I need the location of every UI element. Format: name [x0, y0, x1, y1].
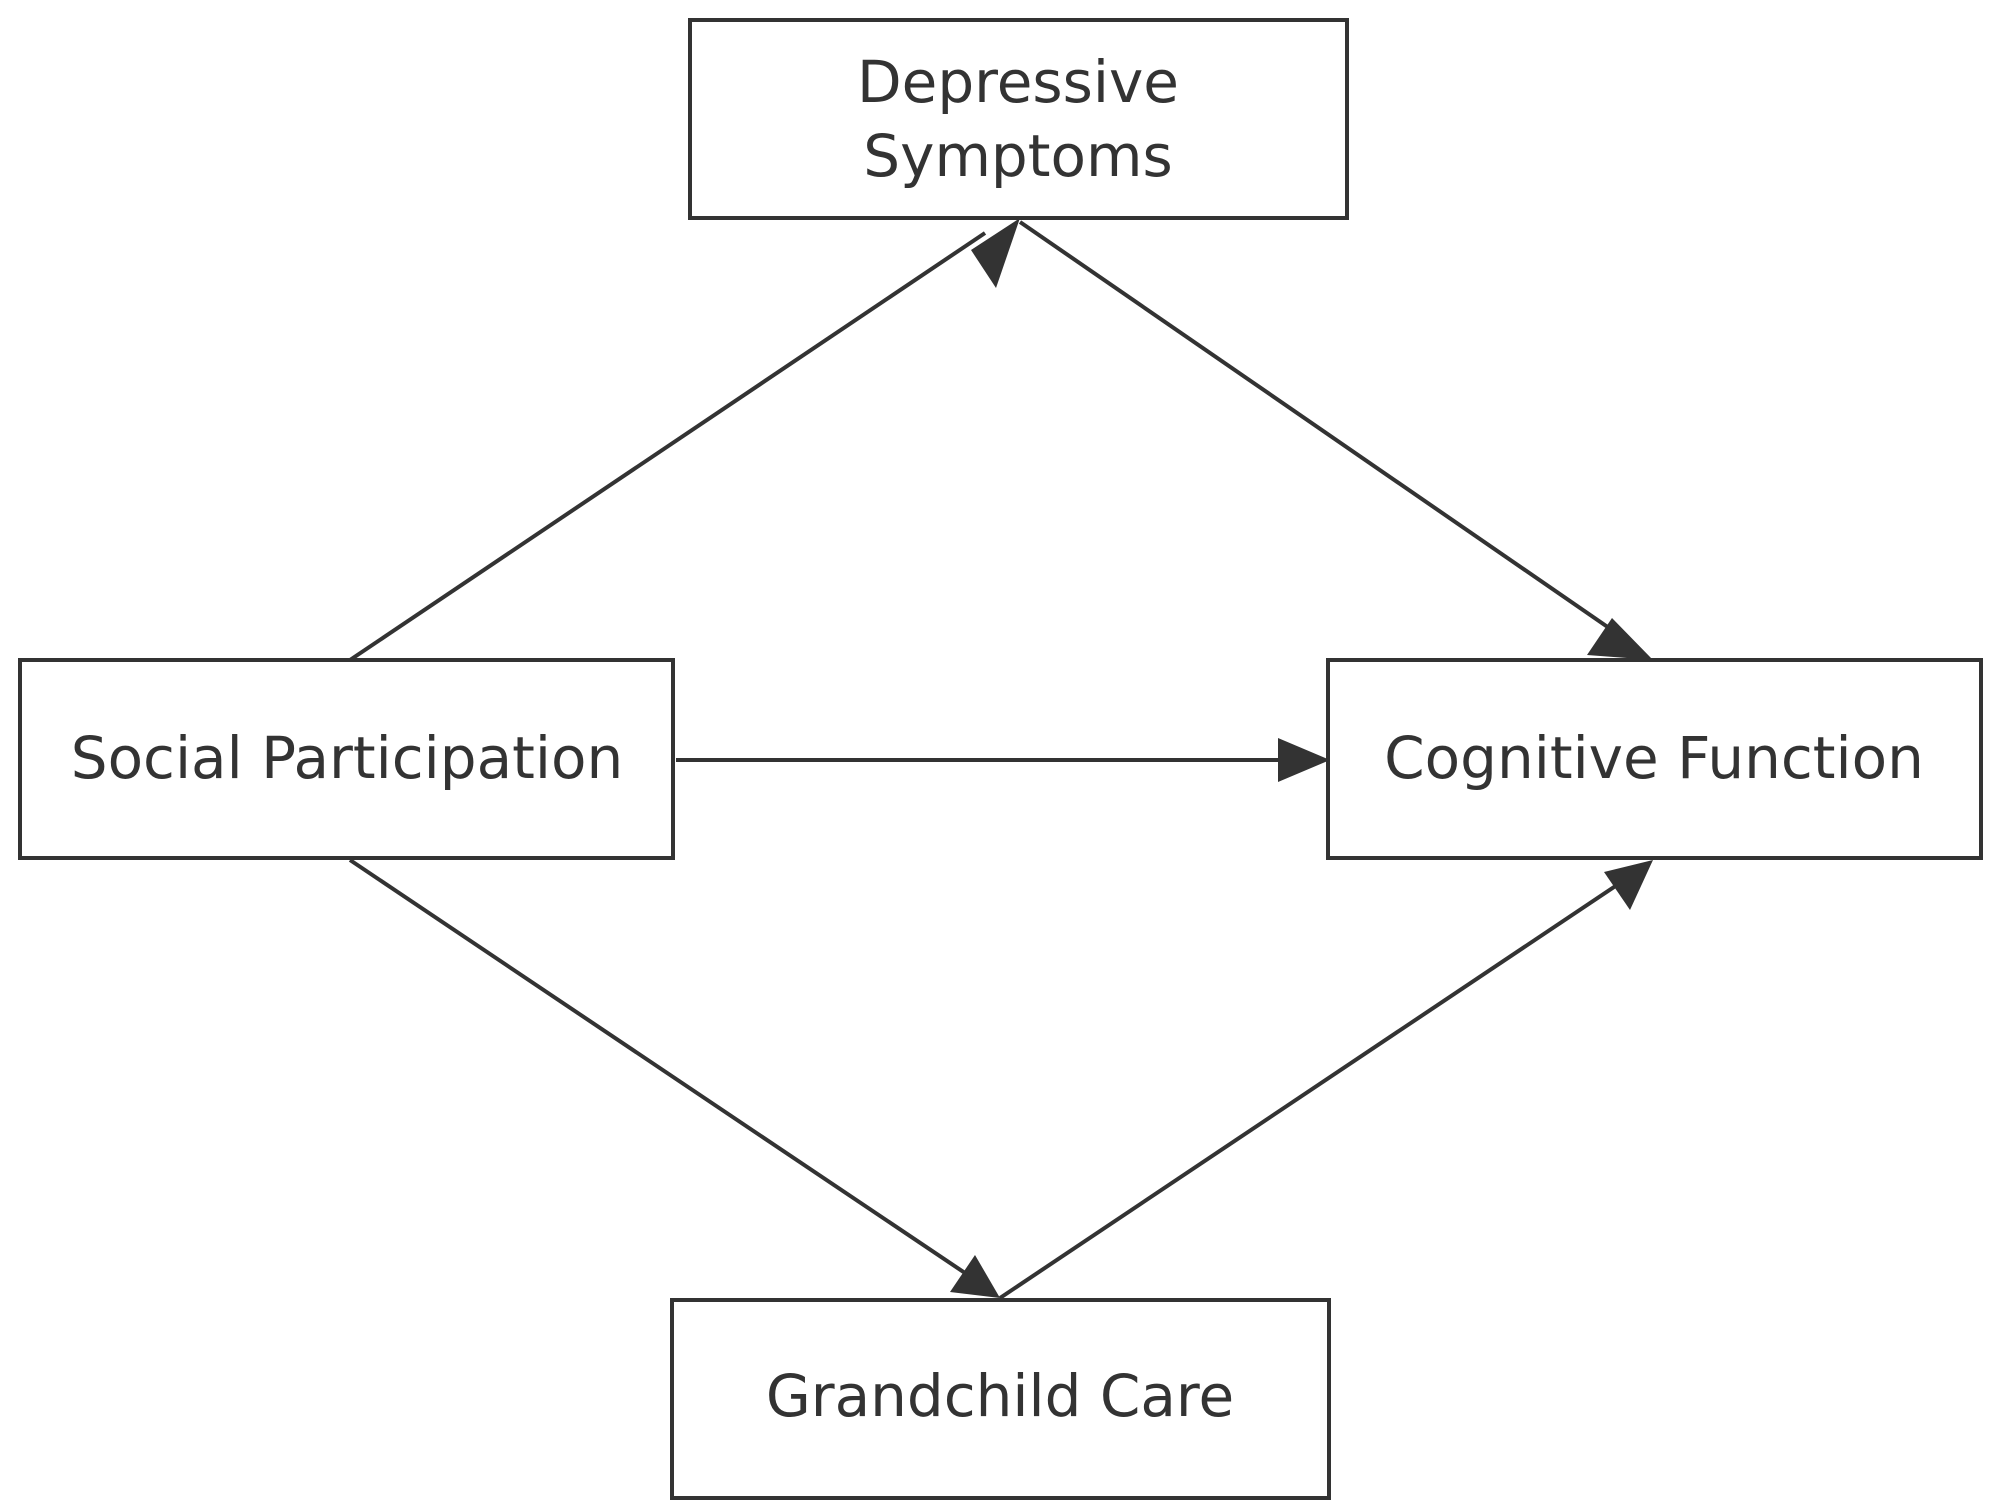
arrowhead-social-to-depressive [971, 218, 1020, 288]
node-label: Grandchild Care [766, 1362, 1234, 1430]
node-depressive-symptoms: Depressive Symptoms [688, 18, 1349, 220]
node-label-line2: Symptoms [863, 122, 1172, 190]
node-label-line1: Depressive [857, 48, 1179, 116]
node-box [670, 1298, 1331, 1500]
edge-social-to-depressive [348, 231, 987, 662]
arrowhead-grandchild-to-cognitive [1604, 860, 1653, 910]
edge-grandchild-to-cognitive [998, 883, 1619, 1300]
arrowhead-depressive-to-cognitive [1587, 618, 1653, 660]
edges [348, 218, 1653, 1300]
node-grandchild-care: Grandchild Care [670, 1298, 1331, 1500]
edge-social-to-grandchild [348, 858, 967, 1275]
edge-depressive-to-cognitive [1018, 220, 1614, 632]
arrowhead-social-to-cognitive [1278, 738, 1330, 782]
node-label: Cognitive Function [1384, 724, 1924, 792]
node-box [688, 18, 1349, 220]
node-label: Social Participation [71, 724, 623, 792]
arrowhead-social-to-grandchild [950, 1255, 1000, 1298]
node-social-participation: Social Participation [18, 658, 675, 860]
node-box [1326, 658, 1983, 860]
node-box [18, 658, 675, 860]
node-cognitive-function: Cognitive Function [1326, 658, 1983, 860]
